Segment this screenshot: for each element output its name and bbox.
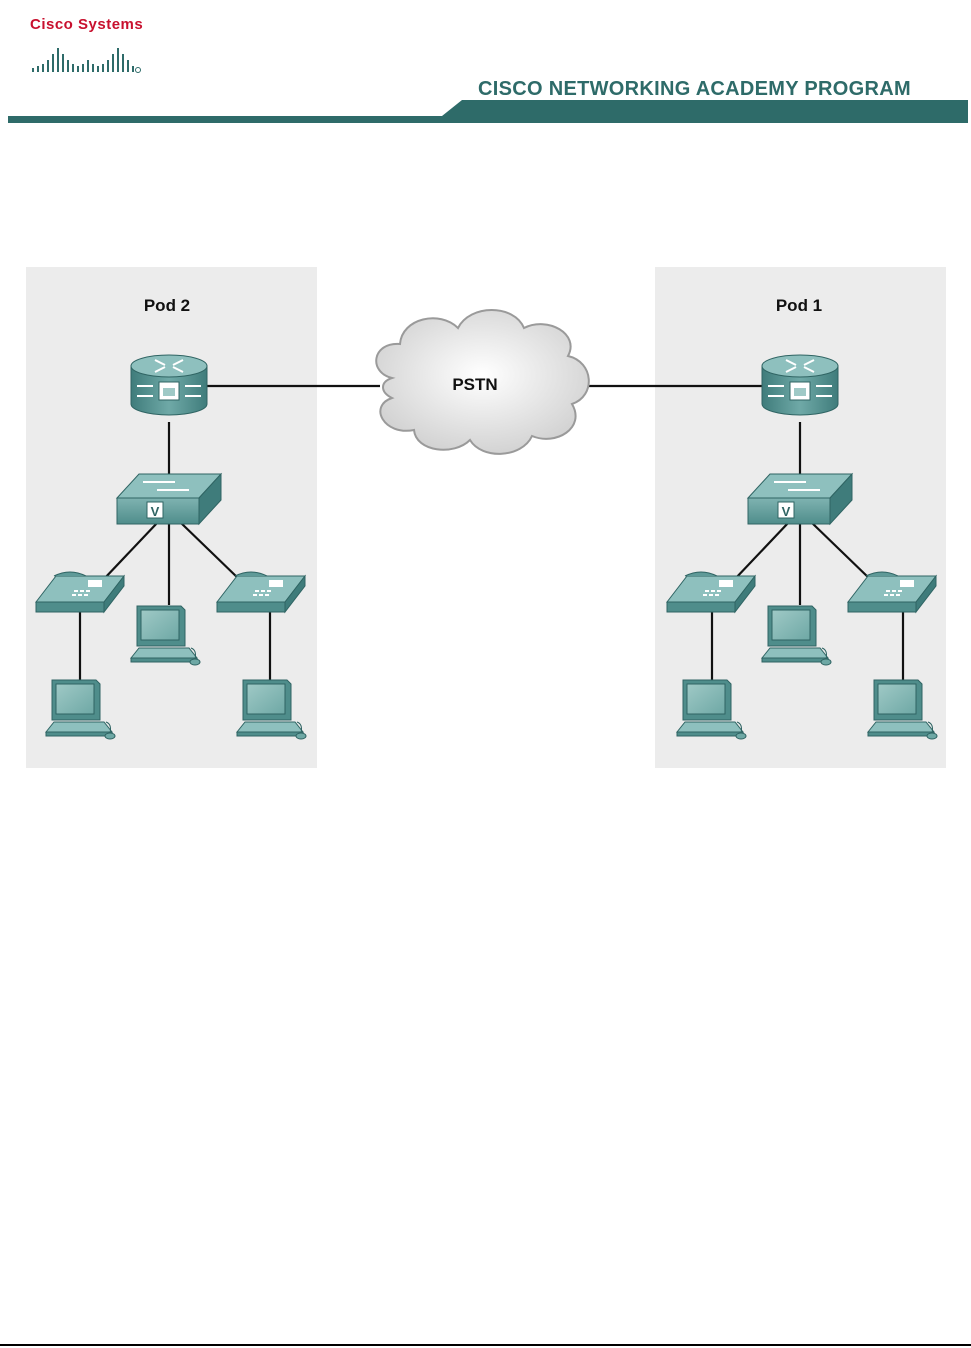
network-diagram: Pod 2 Pod 1 PSTN V V (0, 0, 971, 800)
switch-badge-pod1: V (782, 504, 791, 519)
pod-1-label: Pod 1 (776, 296, 822, 315)
pstn-label: PSTN (452, 375, 497, 394)
router-icon (762, 355, 838, 415)
voice-switch-icon (748, 474, 852, 524)
switch-badge-pod2: V (151, 504, 160, 519)
footer-rule (0, 1344, 971, 1346)
voice-switch-icon (117, 474, 221, 524)
pod-2-label: Pod 2 (144, 296, 190, 315)
router-icon (131, 355, 207, 415)
